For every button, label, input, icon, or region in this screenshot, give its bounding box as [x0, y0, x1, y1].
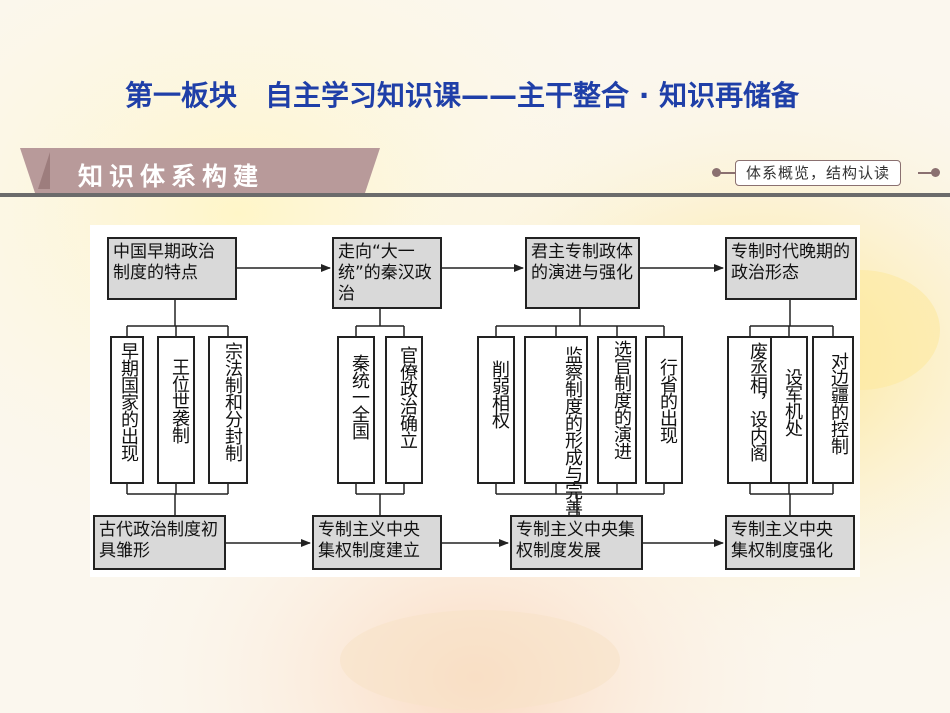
col3-item-4: 行省的出现 [645, 336, 683, 484]
tag-line-right [918, 172, 934, 174]
col4-item-2: 设军机处 [770, 336, 808, 484]
col3-item-2: 监察制度的形成与完善 [524, 336, 588, 516]
col1-top-box: 中国早期政治制度的特点 [107, 237, 237, 300]
col3-item-3: 选官制度的演进 [597, 336, 637, 484]
tag-line-left [718, 172, 736, 174]
col1-item-1: 早期国家的出现 [110, 336, 144, 484]
col3-top-box: 君主专制政体的演进与强化 [525, 237, 640, 309]
section-tag: 体系概览，结构认读 [735, 160, 902, 186]
section-divider [0, 193, 950, 197]
col3-bottom-box: 专制主义中央集权制度发展 [510, 515, 643, 570]
col4-item-1: 废丞相，设内阁 [727, 336, 773, 484]
col3-item-1: 削弱相权 [477, 336, 515, 484]
col2-top-box: 走向“大一统”的秦汉政治 [332, 237, 442, 309]
col4-item-3: 对边疆的控制 [812, 336, 854, 484]
col2-item-2: 官僚政治确立 [385, 336, 423, 484]
col4-bottom-box: 专制主义中央集权制度强化 [725, 515, 855, 570]
tag-dot-right [931, 168, 940, 177]
section-banner [20, 148, 380, 193]
col1-item-2: 王位世袭制 [157, 336, 195, 484]
page-title: 第一板块 自主学习知识课——主干整合 · 知识再储备 [125, 79, 800, 112]
col1-item-3: 宗法制和分封制 [208, 336, 248, 484]
tag-dot-left [712, 168, 721, 177]
section-banner-label: 知识体系构建 [78, 162, 265, 191]
col4-top-box: 专制时代晚期的政治形态 [725, 237, 857, 300]
col2-item-1: 秦统一全国 [337, 336, 375, 484]
col2-bottom-box: 专制主义中央集权制度建立 [312, 515, 442, 570]
col1-bottom-box: 古代政治制度初具雏形 [93, 515, 226, 570]
